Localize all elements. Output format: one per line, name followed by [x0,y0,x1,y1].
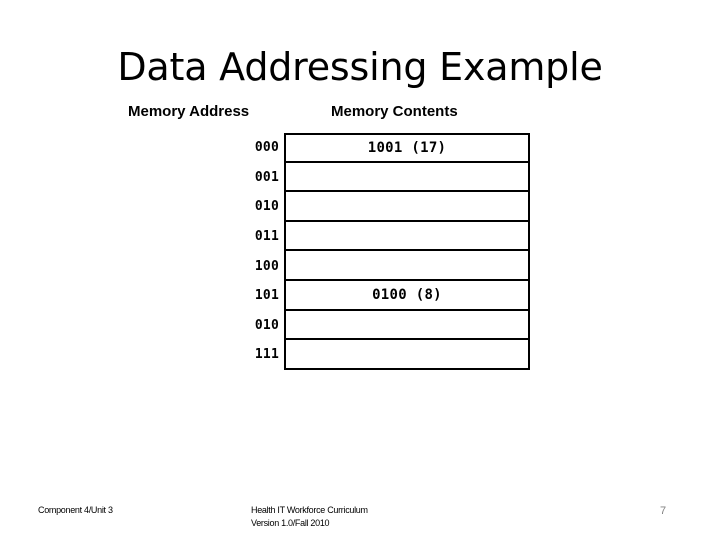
memory-address-label: 000 [254,140,279,156]
footer-curriculum-line2: Version 1.0/Fall 2010 [251,518,330,528]
memory-contents-cell [284,310,530,341]
memory-contents-cell [284,221,530,252]
table-row: 000 1001 (17) [234,133,530,163]
footer-curriculum: Health IT Workforce Curriculum Version 1… [251,504,368,530]
table-row: 100 [234,251,530,281]
memory-contents-cell [284,192,530,222]
column-header-memory-address: Memory Address [128,103,250,120]
table-row: 010 [234,192,530,222]
memory-contents-cell: 1001 (17) [284,133,530,163]
memory-address-label: 100 [254,258,279,274]
table-row: 111 [234,340,530,370]
memory-contents-cell: 0100 (8) [284,280,530,311]
memory-address-label: 101 [254,288,279,304]
footer-component-unit: Component 4/Unit 3 [38,505,113,515]
memory-address-label: 010 [254,199,279,215]
memory-contents-cell [284,162,530,193]
table-row: 001 [234,162,530,193]
memory-contents-cell [284,251,530,281]
table-row: 101 0100 (8) [234,280,530,311]
memory-table: 000 1001 (17) 001 010 011 100 101 0100 (… [234,133,530,370]
memory-address-label: 010 [254,317,279,333]
memory-address-label: 001 [254,169,279,185]
table-row: 011 [234,221,530,252]
memory-contents-cell [284,340,530,370]
table-row: 010 [234,310,530,341]
memory-address-label: 011 [254,229,279,245]
footer-curriculum-line1: Health IT Workforce Curriculum [251,505,368,515]
memory-address-label: 111 [254,347,279,363]
page-title: Data Addressing Example [117,45,603,89]
footer-page-number: 7 [660,505,667,517]
column-header-memory-contents: Memory Contents [331,103,458,120]
